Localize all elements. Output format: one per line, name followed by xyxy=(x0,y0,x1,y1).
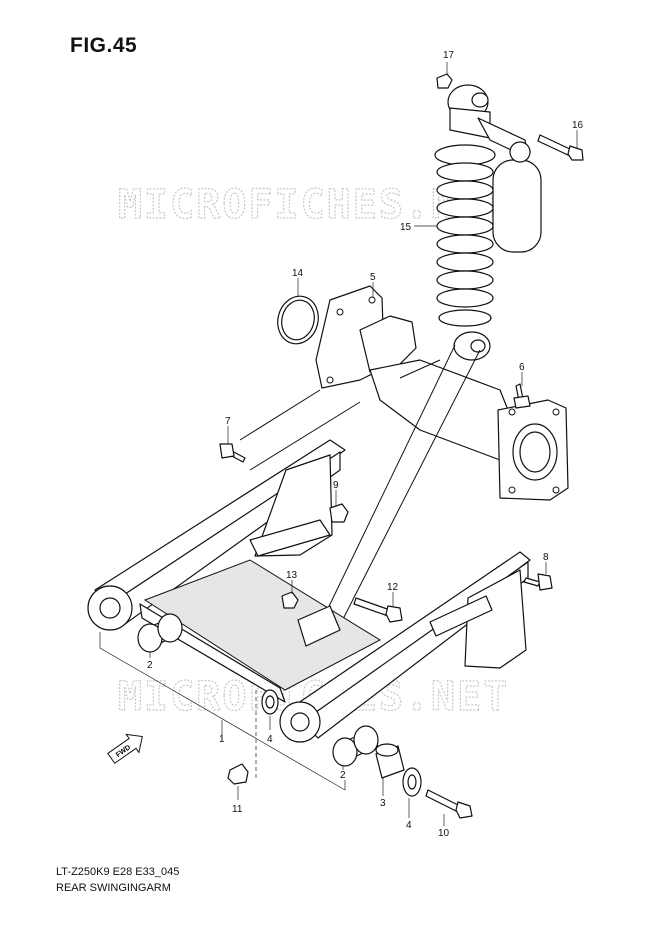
spacer-3 xyxy=(375,743,405,779)
callout-4-upper: 4 xyxy=(267,734,273,745)
model-code: LT-Z250K9 E28 E33_045 xyxy=(56,866,180,878)
nut-11 xyxy=(227,763,249,785)
callout-9: 9 xyxy=(333,480,339,491)
callout-2-upper: 2 xyxy=(147,660,153,671)
callout-1: 1 xyxy=(219,734,225,745)
bolt-6 xyxy=(513,383,531,409)
o-ring-12 xyxy=(277,295,319,345)
bolt-14 xyxy=(353,597,403,623)
callout-5: 5 xyxy=(370,272,376,283)
bolt-15 xyxy=(537,134,584,161)
figure-title: FIG.45 xyxy=(70,34,138,57)
fwd-arrow-icon: FWD xyxy=(107,733,143,764)
callout-12: 14 xyxy=(292,268,304,279)
callout-6: 6 xyxy=(519,362,525,373)
callout-8: 8 xyxy=(543,552,549,563)
callout-15: 16 xyxy=(572,120,584,131)
nut-16 xyxy=(281,591,299,609)
bolt-7 xyxy=(219,443,246,463)
callout-4-lower: 4 xyxy=(406,820,412,831)
callout-11: 11 xyxy=(232,804,243,815)
bolt-10 xyxy=(425,789,473,819)
callout-14: 12 xyxy=(387,582,399,593)
callout-10: 10 xyxy=(438,828,450,839)
callout-3: 3 xyxy=(380,798,386,809)
nut-17 xyxy=(436,73,453,89)
bearing-2-lower xyxy=(332,725,379,767)
nut-9 xyxy=(329,503,349,523)
callout-13: 15 xyxy=(400,222,412,233)
callout-16: 13 xyxy=(286,570,298,581)
figure-name: REAR SWINGINGARM xyxy=(56,882,171,894)
callout-2-lower: 2 xyxy=(340,770,346,781)
bolt-8 xyxy=(523,573,553,591)
callout-7: 7 xyxy=(225,416,231,427)
axle-housing xyxy=(315,285,569,501)
callout-17: 17 xyxy=(443,50,455,61)
swingarm xyxy=(87,439,531,743)
rear-shock-absorber xyxy=(434,84,542,361)
bearing-2-upper xyxy=(137,613,183,653)
